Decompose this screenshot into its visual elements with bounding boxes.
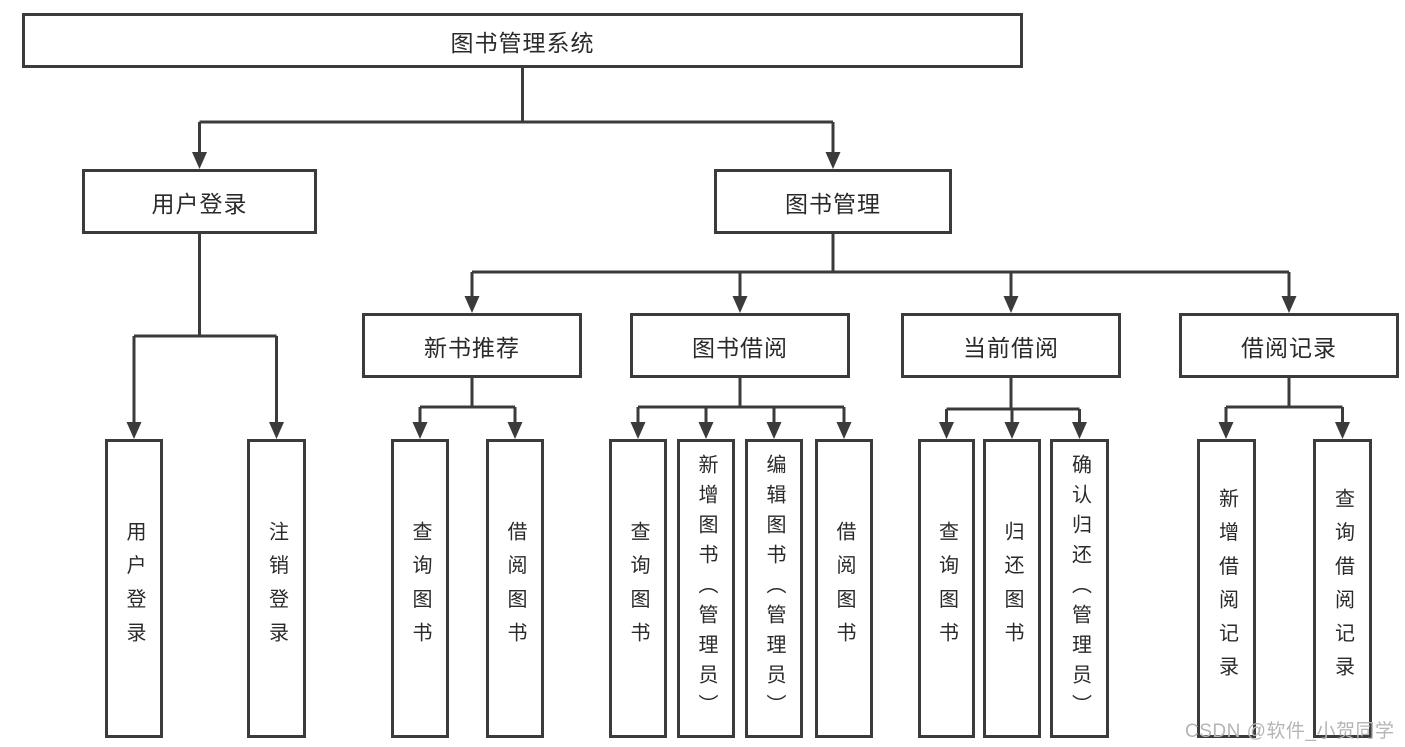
node-label: 借阅图书	[504, 521, 526, 656]
node-leaf-logout: 注销登录	[247, 439, 306, 738]
node-library-management-system: 图书管理系统	[22, 13, 1023, 68]
node-leaf-borrow-books-2: 借阅图书	[815, 439, 873, 738]
node-user-login: 用户登录	[82, 169, 317, 234]
node-label: 当前借阅	[963, 334, 1059, 361]
node-leaf-add-book-admin: 新增图书（管理员）	[677, 439, 735, 738]
node-label: 借阅图书	[833, 521, 855, 656]
node-leaf-confirm-return-admin: 确认归还（管理员）	[1050, 439, 1109, 738]
node-label: 新增借阅记录	[1215, 487, 1238, 690]
node-label: 查询图书	[935, 521, 958, 656]
node-label: 新书推荐	[424, 334, 520, 361]
node-label: 图书管理	[785, 190, 881, 217]
node-leaf-return-book: 归还图书	[983, 439, 1041, 738]
node-label: 确认归还（管理员）	[1068, 453, 1091, 724]
node-book-management: 图书管理	[714, 169, 952, 234]
node-book-borrowing: 图书借阅	[630, 313, 850, 378]
csdn-watermark: CSDN @软件_小贺同学	[1185, 721, 1395, 742]
node-leaf-borrow-books-1: 借阅图书	[486, 439, 544, 738]
node-label: 用户登录	[151, 190, 248, 217]
node-label: 图书借阅	[692, 334, 788, 361]
node-label: 查询借阅记录	[1331, 487, 1354, 690]
node-leaf-query-books-3: 查询图书	[918, 439, 975, 738]
node-leaf-edit-book-admin: 编辑图书（管理员）	[745, 439, 803, 738]
node-label: 查询图书	[409, 521, 431, 656]
node-new-book-recommend: 新书推荐	[362, 313, 582, 378]
node-leaf-add-borrow-record: 新增借阅记录	[1197, 439, 1256, 738]
node-label: 编辑图书（管理员）	[763, 453, 785, 724]
node-label: 新增图书（管理员）	[695, 453, 717, 724]
node-label: 归还图书	[1001, 521, 1023, 656]
node-label: 查询图书	[627, 521, 649, 656]
node-label: 借阅记录	[1241, 334, 1337, 361]
node-leaf-query-borrow-record: 查询借阅记录	[1313, 439, 1372, 738]
node-label: 用户登录	[123, 521, 145, 656]
node-current-borrowing: 当前借阅	[901, 313, 1121, 378]
node-borrowing-records: 借阅记录	[1179, 313, 1399, 378]
node-label: 注销登录	[265, 521, 288, 656]
node-leaf-query-books-1: 查询图书	[391, 439, 449, 738]
node-label: 图书管理系统	[450, 29, 595, 56]
node-leaf-query-books-2: 查询图书	[609, 439, 667, 738]
node-leaf-user-login: 用户登录	[105, 439, 163, 738]
